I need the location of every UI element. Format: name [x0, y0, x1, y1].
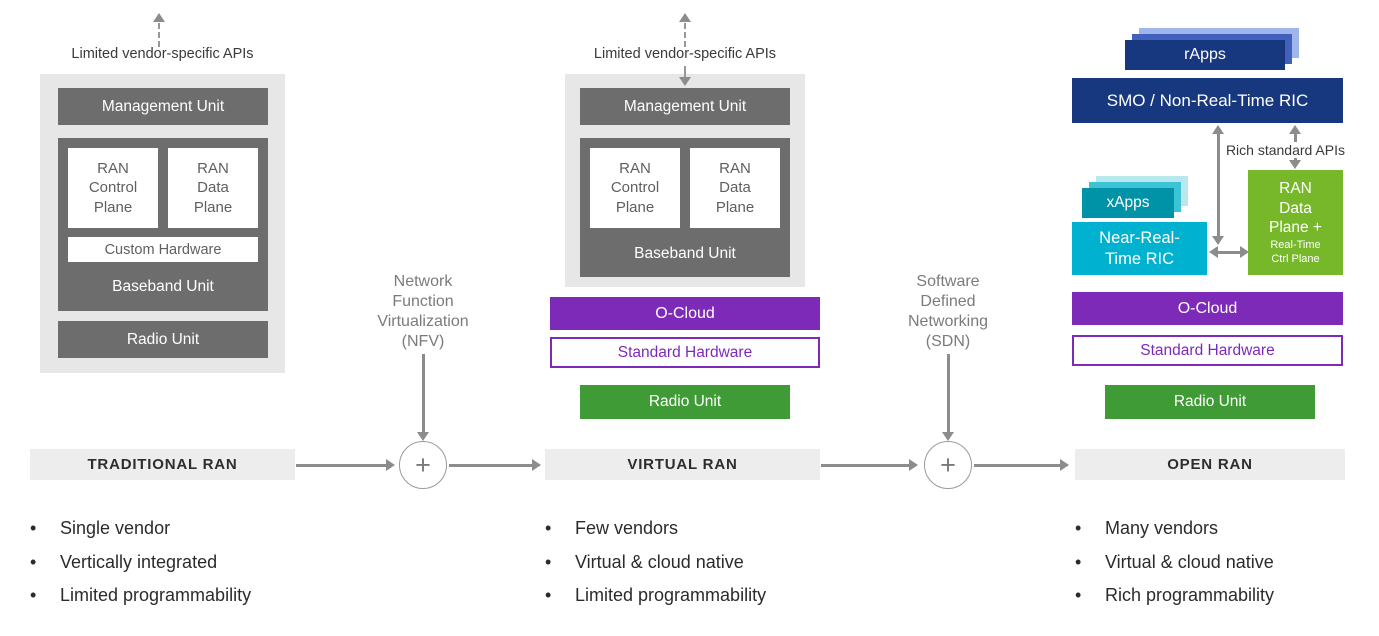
virtual-ran-control-plane-box: RAN Control Plane [590, 148, 680, 228]
near-rt-ric-line1: Near-Real- [1099, 228, 1180, 247]
bullet-icon [30, 585, 60, 606]
arrow-up-icon [679, 13, 691, 22]
list-item: Limited programmability [545, 585, 885, 606]
list-item: Virtual & cloud native [1075, 552, 1379, 573]
traditional-ran-data-plane-box: RAN Data Plane [168, 148, 258, 228]
bullet-text: Single vendor [60, 518, 171, 538]
list-item: Virtual & cloud native [545, 552, 885, 573]
dashed-connector [684, 66, 686, 77]
flow-arrow-line [821, 464, 911, 467]
bullet-text: Virtual & cloud native [575, 551, 744, 572]
arrow-right-icon [1060, 459, 1069, 471]
traditional-api-label: Limited vendor-specific APIs [71, 46, 254, 62]
bullet-text: Few vendors [575, 518, 679, 538]
bullet-icon [1075, 585, 1105, 606]
traditional-ran-control-plane-box: RAN Control Plane [68, 148, 158, 228]
virtual-api-label: Limited vendor-specific APIs [593, 46, 777, 62]
ran-data-plane-main-label: RAN Data Plane + [1268, 180, 1322, 236]
arrow-right-icon [386, 459, 395, 471]
arrow-right-icon [909, 459, 918, 471]
sdn-label: Software Defined Networking (SDN) [907, 273, 989, 350]
virtual-ran-data-plane-box: RAN Data Plane [690, 148, 780, 228]
list-item: Limited programmability [30, 585, 370, 606]
arrow-down-icon [942, 432, 954, 441]
traditional-management-unit-box: Management Unit [58, 88, 268, 125]
ran-data-plane-sub-label: Real-Time Ctrl Plane [1270, 239, 1321, 265]
arrow-up-icon [1212, 125, 1224, 134]
rapps-box: rApps [1125, 40, 1285, 70]
smo-non-rt-ric-box: SMO / Non-Real-Time RIC [1072, 78, 1343, 123]
bullet-icon [545, 518, 575, 539]
arrow-right-icon [1240, 246, 1249, 258]
rich-standard-apis-label: Rich standard APIs [1225, 142, 1345, 158]
list-item: Many vendors [1075, 518, 1379, 539]
virtual-radio-unit-box: Radio Unit [580, 385, 790, 419]
list-item: Few vendors [545, 518, 885, 539]
bullet-icon [30, 552, 60, 573]
sdn-plus-circle: + [924, 441, 972, 489]
bullet-text: Virtual & cloud native [1105, 551, 1274, 572]
bullet-icon [1075, 518, 1105, 539]
list-item: Rich programmability [1075, 585, 1379, 606]
virtual-o-cloud-box: O-Cloud [550, 297, 820, 330]
near-real-time-ric-box: Near-Real- Time RIC [1072, 222, 1207, 275]
flow-arrow-line [449, 464, 534, 467]
bullet-icon [545, 552, 575, 573]
arrow-up-icon [153, 13, 165, 22]
arrow-down-icon [1289, 160, 1301, 169]
dashed-connector [158, 23, 160, 47]
arrow-right-icon [532, 459, 541, 471]
traditional-radio-unit-box: Radio Unit [58, 321, 268, 358]
bullet-text: Limited programmability [60, 585, 252, 606]
virtual-management-unit-box: Management Unit [580, 88, 790, 125]
virtual-ran-title: VIRTUAL RAN [545, 449, 820, 480]
nfv-label: Network Function Virtualization (NFV) [377, 273, 469, 350]
sdn-arrow-line [947, 354, 950, 432]
traditional-ran-title: TRADITIONAL RAN [30, 449, 295, 480]
flow-arrow-line [974, 464, 1062, 467]
traditional-baseband-label: Baseband Unit [112, 277, 214, 295]
nfv-arrow-line [422, 354, 425, 432]
open-radio-unit-box: Radio Unit [1105, 385, 1315, 419]
bullet-icon [1075, 552, 1105, 573]
smo-ric-connector-line [1217, 133, 1220, 237]
ric-dataplane-connector-line [1218, 251, 1240, 254]
arrow-left-icon [1209, 246, 1218, 258]
bullet-text: Vertically integrated [60, 551, 218, 572]
bullet-icon [30, 518, 60, 539]
arrow-down-icon [1212, 236, 1224, 245]
near-rt-ric-line2: Time RIC [1104, 249, 1175, 268]
traditional-custom-hardware-box: Custom Hardware [68, 237, 258, 262]
dashed-connector [684, 23, 686, 47]
open-ran-title: OPEN RAN [1075, 449, 1345, 480]
flow-arrow-line [296, 464, 388, 467]
open-standard-hardware-box: Standard Hardware [1072, 335, 1343, 366]
list-item: Vertically integrated [30, 552, 370, 573]
bullet-text: Many vendors [1105, 518, 1219, 538]
virtual-standard-hardware-box: Standard Hardware [550, 337, 820, 368]
open-bullet-list: Many vendors Virtual & cloud native Rich… [1075, 518, 1379, 606]
ran-data-plane-box: RAN Data Plane + Real-Time Ctrl Plane [1248, 170, 1343, 275]
traditional-bullet-list: Single vendor Vertically integrated Limi… [30, 518, 370, 606]
arrow-down-icon [679, 77, 691, 86]
arrow-down-icon [417, 432, 429, 441]
bullet-text: Limited programmability [575, 585, 767, 606]
open-o-cloud-box: O-Cloud [1072, 292, 1343, 325]
arrow-up-icon [1289, 125, 1301, 134]
list-item: Single vendor [30, 518, 370, 539]
bullet-text: Rich programmability [1105, 585, 1275, 606]
bullet-icon [545, 585, 575, 606]
xapps-box: xApps [1082, 188, 1174, 218]
nfv-plus-circle: + [399, 441, 447, 489]
virtual-bullet-list: Few vendors Virtual & cloud native Limit… [545, 518, 885, 606]
virtual-baseband-label: Baseband Unit [634, 245, 736, 262]
